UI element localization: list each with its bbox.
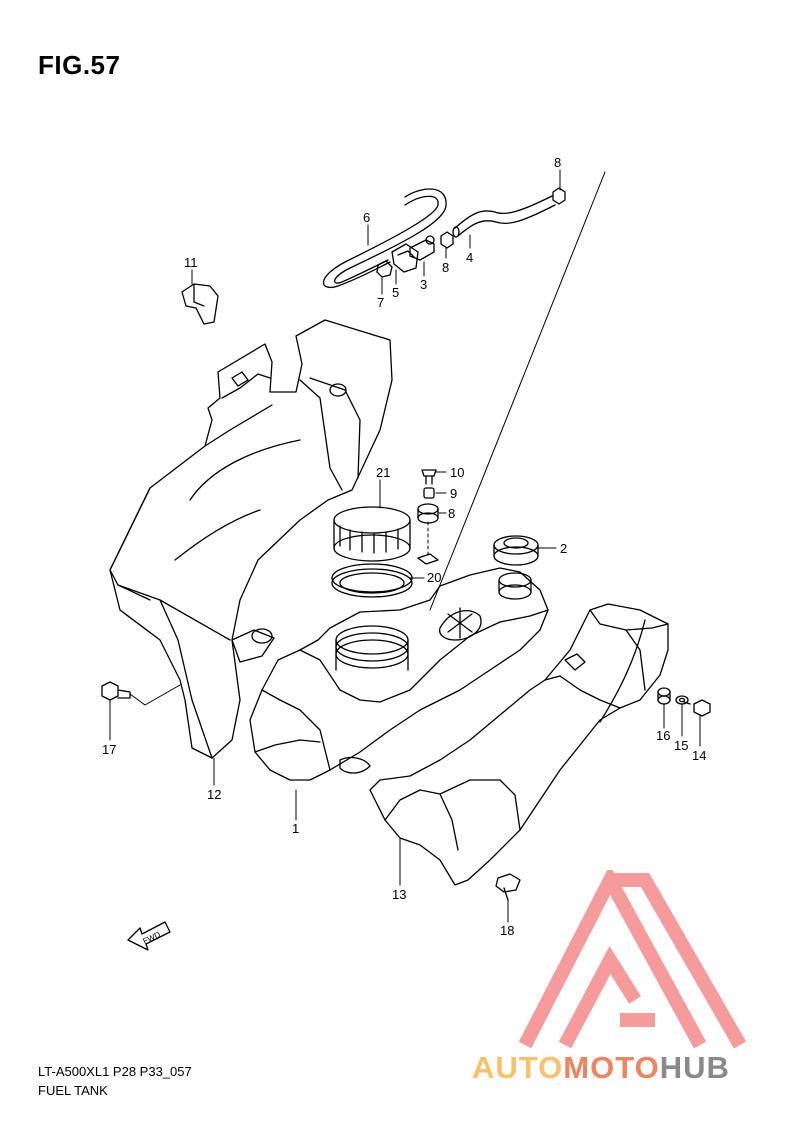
- collar-part-17: [657, 687, 671, 705]
- callout-1: 1: [292, 821, 299, 836]
- callout-5: 5: [392, 285, 399, 300]
- callout-7: 7: [377, 295, 384, 310]
- bolt-part-15: [683, 699, 711, 717]
- callout-12: 11: [184, 255, 198, 270]
- side-cover-part-14: [369, 603, 669, 886]
- callout-9: 8: [448, 506, 455, 521]
- breather-hose-part-6: [322, 188, 447, 288]
- fuel-tank-part-1: [249, 567, 549, 781]
- frame-cover-part-13: [109, 319, 393, 759]
- callout-19: 18: [500, 923, 514, 938]
- tank-mount-tab: [417, 553, 439, 565]
- callout-11: 10: [450, 465, 464, 480]
- figure-caption: LT-A500XL1 P28 P33_057 FUEL TANK: [38, 1062, 192, 1100]
- clip-part-19: [495, 873, 521, 901]
- callout-2: 2: [560, 541, 567, 556]
- callout-20: 20: [427, 570, 441, 585]
- callout-21: 21: [376, 465, 390, 480]
- gasket-part-20: [331, 563, 413, 598]
- collar-part-10: [423, 487, 435, 499]
- callout-14: 13: [392, 887, 406, 902]
- grommet-part-9: [417, 503, 439, 524]
- automotohub-logo: AUTOMOTOHUB: [472, 870, 747, 1085]
- bracket-part-12: [181, 283, 219, 325]
- tank-filler-neck: [335, 625, 409, 671]
- callout-16: 15: [674, 738, 688, 753]
- clip-part-7: [376, 260, 393, 278]
- callout-8b: 8: [442, 260, 449, 275]
- screw-part-11: [421, 469, 437, 485]
- fuel-cap-part-2: [493, 535, 539, 566]
- bolt-part-18: [101, 681, 181, 706]
- callout-6: 6: [363, 210, 370, 225]
- lock-ring-part-21: [333, 506, 411, 562]
- callout-8a: 8: [554, 155, 561, 170]
- callout-3: 3: [420, 277, 427, 292]
- leader-lines: [109, 169, 701, 923]
- logo-text-auto: AUTO: [472, 1050, 563, 1085]
- clip-part-8a: [552, 187, 566, 205]
- callout-13: 12: [207, 787, 221, 802]
- leader-line-long: [429, 171, 606, 611]
- callout-15: 14: [692, 748, 706, 763]
- clip-part-8b: [440, 231, 454, 249]
- figure-title: FIG.57: [38, 50, 121, 80]
- connector-part-3: [409, 235, 435, 261]
- tank-cap-neck: [498, 572, 532, 600]
- fwd-arrow-icon: FWD: [127, 921, 171, 951]
- callout-17: 16: [656, 728, 670, 743]
- logo-text-hub: HUB: [660, 1050, 730, 1085]
- caption-name: FUEL TANK: [38, 1083, 108, 1098]
- logo-triangle-icon: [518, 870, 747, 1049]
- callout-4: 4: [466, 250, 473, 265]
- callout-18: 17: [102, 742, 116, 757]
- logo-text-moto: MOTO: [563, 1050, 659, 1085]
- callout-10: 9: [450, 486, 457, 501]
- svg-text:AUTOMOTOHUB: AUTOMOTOHUB: [472, 1050, 730, 1085]
- valve-part-5: [391, 243, 419, 273]
- caption-model: LT-A500XL1 P28 P33_057: [38, 1064, 192, 1079]
- hose-part-4: [452, 195, 556, 238]
